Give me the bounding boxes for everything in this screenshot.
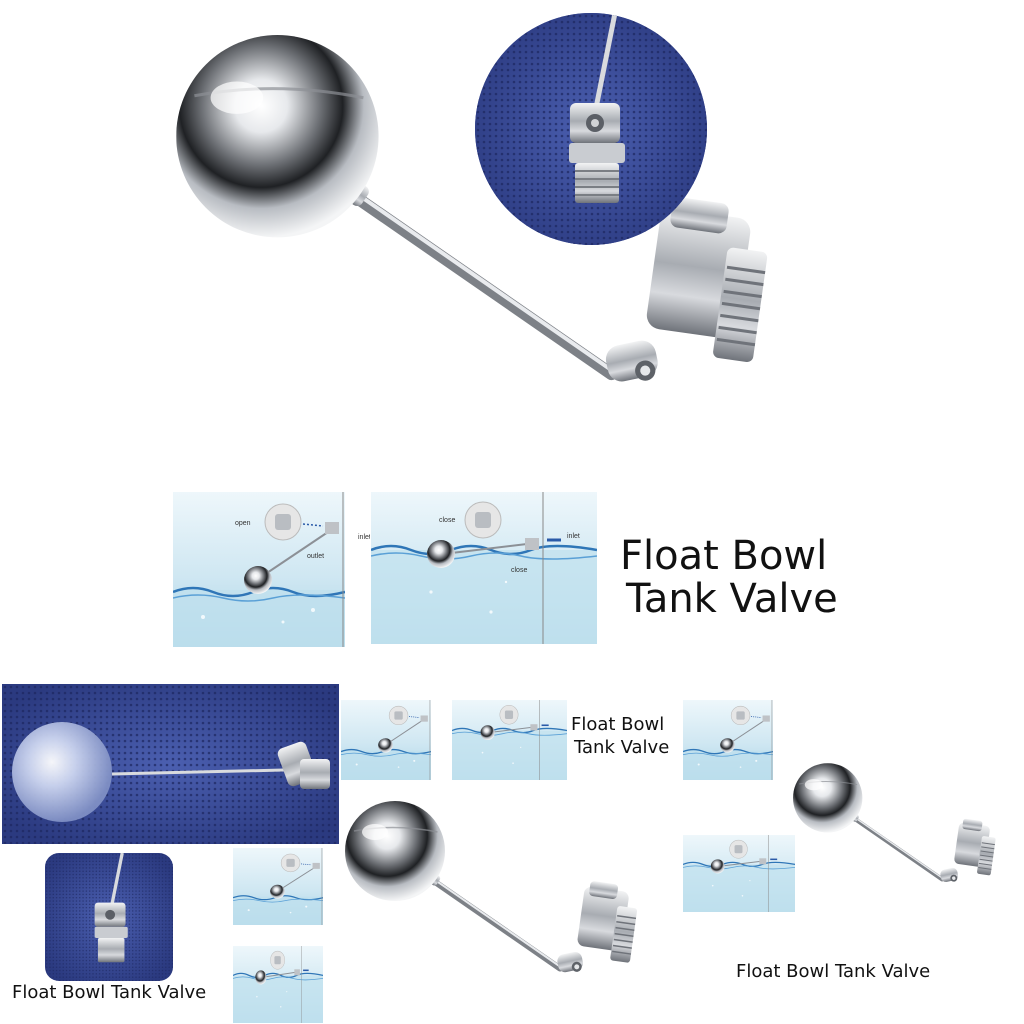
diagram-open-label: open <box>235 520 251 527</box>
title-large-line-2: Tank Valve <box>626 576 838 623</box>
title-bottom-left: Float Bowl Tank Valve <box>12 982 207 1003</box>
diagram-close-inlet-label: inlet <box>567 533 580 540</box>
title-mid-line-1: Float Bowl <box>571 714 665 735</box>
title-single: Float Bowl Tank Valve <box>736 961 931 982</box>
diagram-open-small-3 <box>233 848 323 925</box>
diagram-close-small-1 <box>452 700 567 780</box>
diagram-close-bottom-label: close <box>511 567 527 574</box>
valve-detail-circle-photo <box>475 13 707 245</box>
diagram-outlet-label: outlet <box>307 553 324 560</box>
diagram-open: open outlet <box>173 492 345 647</box>
title-mid: Float Bowl Tank Valve <box>571 713 669 760</box>
float-valve-photo-right <box>793 762 1015 910</box>
diagram-open-inlet-label: inlet <box>358 534 371 541</box>
valve-detail-square-photo <box>45 853 173 981</box>
float-valve-photo-middle <box>345 800 665 1012</box>
diagram-close-small-3 <box>683 835 795 912</box>
diagram-close-label: close <box>439 517 455 524</box>
clear-ball-mesh-photo <box>2 684 339 844</box>
diagram-close-small-2 <box>233 946 323 1023</box>
diagram-open-small-1 <box>341 700 431 780</box>
title-mid-line-2: Tank Valve <box>574 737 670 759</box>
title-large-line-1: Float Bowl <box>620 533 828 579</box>
title-large: Float Bowl Tank Valve <box>620 533 838 623</box>
diagram-close: close inlet close <box>370 492 598 644</box>
diagram-open-small-2 <box>683 700 773 780</box>
